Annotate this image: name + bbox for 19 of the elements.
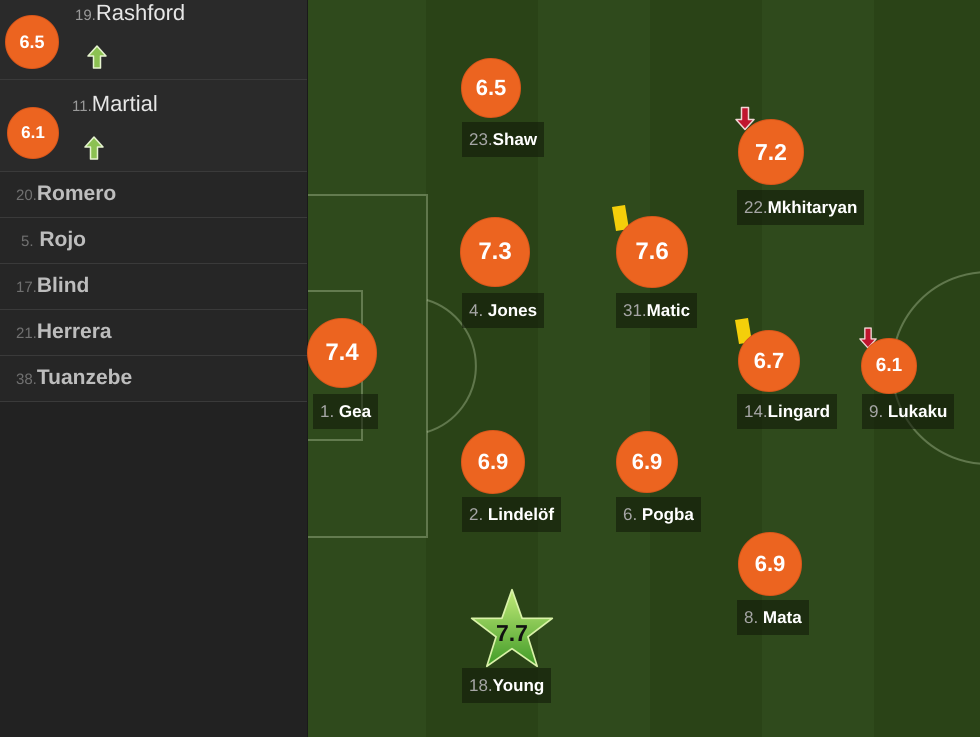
name-tag: 14.Lingard: [737, 394, 837, 429]
name-tag: 1. Gea: [313, 394, 378, 429]
name-tag: 2. Lindelöf: [462, 497, 562, 532]
name-tag: 4. Jones: [462, 293, 544, 328]
player-name: 38.Tuanzebe: [16, 365, 132, 391]
player-name: 17.Blind: [16, 273, 90, 299]
player-name: 20.Romero: [16, 181, 116, 207]
player-name: 11.Martial: [72, 91, 158, 118]
name-tag: 18.Young: [462, 668, 552, 703]
player-name: 19.Rashford: [75, 0, 186, 27]
player-name: 21.Herrera: [16, 319, 112, 345]
name-tag: 22.Mkhitaryan: [737, 190, 864, 225]
rating-star: 7.7: [470, 588, 554, 668]
name-tag: 6. Pogba: [616, 497, 701, 532]
name-tag: 8. Mata: [737, 600, 809, 635]
name-tag: 31.Matic: [616, 293, 698, 328]
name-tag: 9. Lukaku: [862, 394, 954, 429]
name-tag: 23.Shaw: [462, 122, 544, 157]
player-name: 5. Rojo: [21, 227, 86, 253]
